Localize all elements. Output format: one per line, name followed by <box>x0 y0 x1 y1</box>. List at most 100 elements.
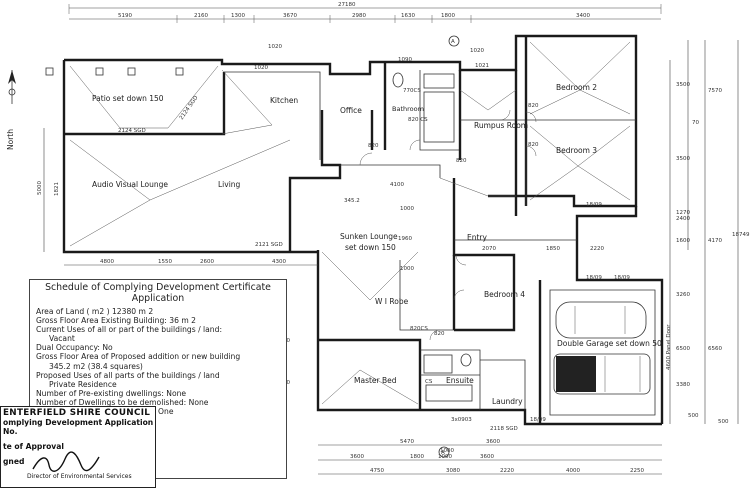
dim-sgd3: 2121 SGD <box>255 242 283 248</box>
dim-1809a: 18/09 <box>586 202 602 208</box>
room-bedroom2: Bedroom 2 <box>556 83 597 92</box>
dim-b3-4: 4000 <box>566 468 580 474</box>
dim-b2-2: 1800 <box>410 454 424 460</box>
dim-1020a: 1020 <box>268 44 282 50</box>
dim-770: 770CS <box>403 88 421 94</box>
dim-1821: 1821 <box>54 182 60 196</box>
dim-b1-1: 5470 <box>400 439 414 445</box>
dim-r-8: 4170 <box>708 238 722 244</box>
dim-r-4: 70 <box>692 120 699 126</box>
council-approval-stamp: ENTERFIELD SHIRE COUNCIL omplying Develo… <box>0 406 156 488</box>
dim-b3-3: 2220 <box>500 468 514 474</box>
dim-mid-2: 1550 <box>158 259 172 265</box>
dim-top-4: 3670 <box>283 13 297 19</box>
dim-sgd4: 2118 SGD <box>490 426 518 432</box>
dim-b3-5: 2250 <box>630 468 644 474</box>
room-patio: Patio set down 150 <box>92 94 164 103</box>
dim-820b: 820 <box>528 103 539 109</box>
dim-b2-3: 1000 <box>438 454 452 460</box>
dim-top-5: 2980 <box>352 13 366 19</box>
room-kitchen: Kitchen <box>270 96 298 105</box>
dim-r-15: 500 <box>718 419 729 425</box>
dim-sgd2: 2124 SGD <box>179 95 200 121</box>
dim-left-5000: 5000 <box>37 181 43 195</box>
room-rumpus: Rumpus Room <box>474 121 528 130</box>
schedule-title-1: Schedule of Complying Development Certif… <box>45 282 271 293</box>
dim-top-2: 2160 <box>194 13 208 19</box>
room-living: Living <box>218 180 241 189</box>
dim-1960: 1960 <box>398 236 412 242</box>
dim-top-1: 5190 <box>118 13 132 19</box>
dim-3x0903: 3x0903 <box>451 417 472 423</box>
dim-r-2: 3500 <box>676 156 690 162</box>
dim-820e: 820 <box>434 331 445 337</box>
dim-mid-1: 4800 <box>100 259 114 265</box>
schedule-line-private-residence: Private Residence <box>49 379 117 389</box>
section-marker-top: A <box>451 39 455 45</box>
dim-4100: 4100 <box>390 182 404 188</box>
schedule-line-demolished: Number of Dwellings to be demolished: No… <box>36 397 209 407</box>
schedule-line-proposed-uses: Proposed Uses of all parts of the buildi… <box>36 370 220 380</box>
dim-1850: 1850 <box>546 246 560 252</box>
dim-top-7: 1800 <box>441 13 455 19</box>
dim-top-8: 3400 <box>576 13 590 19</box>
room-sunken-lounge: Sunken Lounge <box>340 232 398 241</box>
section-marker-bottom: A <box>441 450 445 456</box>
stamp-signed: gned <box>3 457 25 466</box>
dim-820a: 820 <box>368 143 379 149</box>
dim-b1-2: 3600 <box>486 439 500 445</box>
room-laundry: Laundry <box>492 397 523 406</box>
dim-1809c: 18/09 <box>614 275 630 281</box>
room-bedroom4: Bedroom 4 <box>484 290 525 299</box>
dim-2220: 2220 <box>590 246 604 252</box>
dim-b2-1: 3600 <box>350 454 364 460</box>
dim-r-6: 1270 <box>676 210 690 216</box>
stamp-council: ENTERFIELD SHIRE COUNCIL <box>3 408 151 418</box>
dim-cs-bath: 820 CS <box>408 117 428 123</box>
dim-sgd1: 2124 SGD <box>118 128 146 134</box>
room-sunken-lounge-sub: set down 150 <box>345 243 396 252</box>
dim-r-3: 7570 <box>708 88 722 94</box>
dim-b2-4: 3600 <box>480 454 494 460</box>
room-av-lounge: Audio Visual Lounge <box>92 180 168 189</box>
dim-r-11: 6500 <box>676 346 690 352</box>
room-panel-door: 4600 Panel Door <box>666 324 672 370</box>
room-master-bed: Master Bed <box>354 376 397 385</box>
dim-r-14: 500 <box>688 413 699 419</box>
room-entry: Entry <box>467 233 488 242</box>
schedule-title-2: Application <box>131 292 185 304</box>
dim-820c: 820 <box>528 142 539 148</box>
dim-r-9: 18749 <box>732 232 750 238</box>
dim-cs-ensuite: CS <box>425 379 433 385</box>
north-label: North <box>6 129 15 150</box>
dim-1000a: 1000 <box>400 206 414 212</box>
stamp-officer: Director of Environmental Services <box>27 473 132 480</box>
stamp-application: omplying Development Application No. <box>3 418 154 436</box>
dim-1021: 1021 <box>475 63 489 69</box>
schedule-line-land-area: Area of Land ( m2 ) 12380 m 2 <box>36 307 154 316</box>
schedule-line-gfa-proposed: Gross Floor Area of Proposed addition or… <box>36 352 241 362</box>
dim-1020b: 1020 <box>254 65 268 71</box>
dim-1090: 1090 <box>398 57 412 63</box>
schedule-line-pre-existing: Number of Pre-existing dwellings: None <box>36 388 187 398</box>
dim-top-6: 1630 <box>401 13 415 19</box>
room-ensuite: Ensuite <box>446 376 474 385</box>
dim-top-3: 1300 <box>231 13 245 19</box>
room-bathroom: Bathroom <box>392 105 424 113</box>
schedule-line-dual-occupancy: Dual Occupancy: No <box>36 343 113 353</box>
schedule-line-vacant: Vacant <box>49 334 75 344</box>
dim-r-1: 3500 <box>676 82 690 88</box>
car-icon <box>555 301 647 339</box>
room-wi-robe: W I Robe <box>375 297 409 306</box>
room-bedroom3: Bedroom 3 <box>556 146 597 155</box>
dim-b3-2: 3080 <box>446 468 460 474</box>
stamp-approval-date: te of Approval <box>3 442 64 451</box>
dim-mid-4: 4300 <box>272 259 286 265</box>
north-arrow-icon <box>8 70 16 104</box>
room-double-garage: Double Garage set down 50 <box>557 339 662 348</box>
dim-1809b: 18/09 <box>586 275 602 281</box>
dim-top-total: 27180 <box>338 2 356 8</box>
dim-r-12: 6560 <box>708 346 722 352</box>
dim-345: 345.2 <box>344 198 360 204</box>
